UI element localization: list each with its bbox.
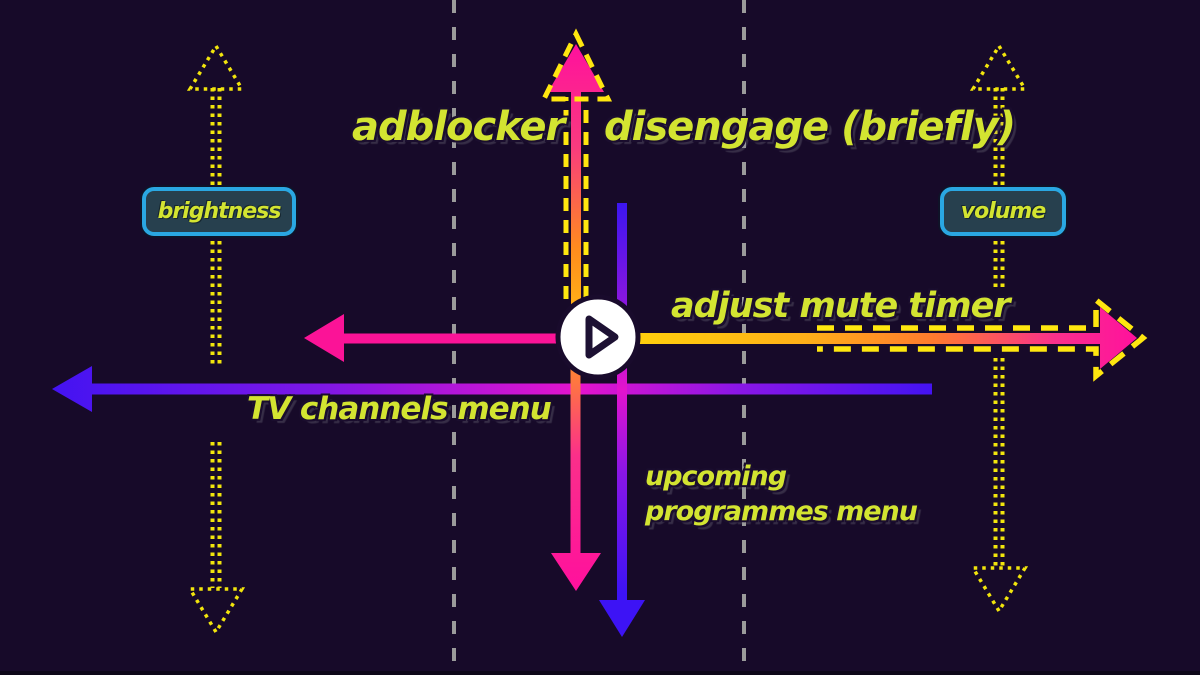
volume-up-arrowhead-icon bbox=[969, 42, 1029, 91]
brightness-tag: brightness bbox=[142, 187, 296, 236]
volume-down-arrowhead-icon bbox=[969, 566, 1029, 615]
volume-tag-label: volume bbox=[960, 199, 1047, 224]
volume-dotted-arrows-icon bbox=[969, 42, 1029, 615]
label-disengage-briefly: disengage (briefly) bbox=[604, 104, 1016, 150]
bottom-strip bbox=[0, 671, 1200, 675]
label-tv-channels-menu: TV channels menu bbox=[247, 391, 552, 427]
play-icon bbox=[585, 315, 619, 359]
label-adblocker: adblocker bbox=[352, 104, 565, 150]
mute-arrow-dashed-outline-icon bbox=[817, 294, 1148, 382]
tv-channels-left-arrow-icon bbox=[52, 366, 932, 412]
dashed-outlines-icon bbox=[539, 28, 1148, 382]
label-upcoming-programmes-menu: upcoming programmes menu bbox=[645, 461, 918, 528]
adblocker-up-arrow-icon bbox=[548, 44, 604, 335]
brightness-down-arrowhead-icon bbox=[186, 587, 246, 636]
label-adjust-mute-timer: adjust mute timer bbox=[671, 286, 1011, 326]
centre-left-arrow-icon bbox=[304, 314, 600, 362]
mute-timer-right-arrow-icon bbox=[600, 307, 1137, 369]
brightness-dotted-arrows-icon bbox=[186, 42, 246, 636]
volume-tag: volume bbox=[940, 187, 1066, 236]
upcoming-programmes-down-arrow-icon bbox=[599, 203, 645, 637]
play-button bbox=[555, 294, 641, 380]
centre-down-arrow-icon bbox=[551, 340, 601, 591]
brightness-up-arrowhead-icon bbox=[186, 42, 246, 91]
brightness-tag-label: brightness bbox=[157, 199, 282, 224]
adblocker-arrowhead-dashed-outline-icon bbox=[539, 28, 613, 102]
